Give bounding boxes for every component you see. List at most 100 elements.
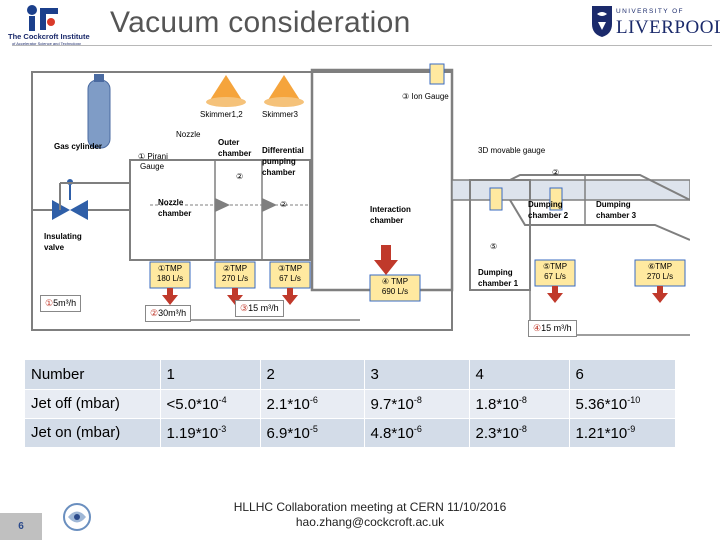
roughing-pump-3: ③15 m³/h [235,300,284,317]
insulating-valve-label-1: Insulating [44,232,82,241]
diagram-drawing [31,63,690,336]
table-cell: 2.1*10-6 [259,389,364,419]
dumping-chamber-3-label-2: chamber 3 [596,211,637,220]
diff-pumping-label-1: Differential [262,146,304,155]
gas-cylinder-icon [87,79,111,149]
roughing-pump-1-num: ① [45,298,54,308]
roughing-pump-4-num: ④ [533,323,542,333]
tmp-1-label-2: 180 L/s [156,274,184,283]
tmp-6-label-1: ⑥TMP [647,262,673,271]
cell-exponent: -6 [309,394,318,405]
dumping-chamber-1-label-2: chamber 1 [478,279,519,288]
tmp-5-icon [534,259,576,287]
dumping-chamber-2-label-1: Dumping [528,200,563,209]
table-cell: 9.7*10-8 [363,389,469,419]
table-cell: 2 [259,360,364,390]
marker-2c: ② [552,168,560,177]
cell-value: 2 [266,365,275,383]
outer-chamber-box [129,159,311,261]
cockcroft-emblem-icon [27,5,58,31]
event-logo-icon [63,503,91,531]
insulating-valve-icon [52,200,88,220]
footer-text: HLLHC Collaboration meeting at CERN 11/1… [150,500,590,530]
table-cell: 1.21*10-9 [568,418,675,448]
cell-value: 1.21*10 [575,424,628,442]
cockcroft-name: The Cockcroft Institute [8,32,90,41]
outer-chamber-label-1: Outer [218,138,240,147]
cell-exponent: -8 [518,394,527,405]
marker-2: ② [236,172,244,181]
dumping-chamber-1-label-1: Dumping [478,268,513,277]
cell-value: 4.8*10 [370,424,414,442]
cell-value: 1.8*10 [475,395,519,413]
tmp-5-label-1: ⑤TMP [542,262,568,271]
cockcroft-logo: The Cockcroft Institute of Accelerator S… [8,4,90,46]
skimmer-12-icon [210,75,242,100]
tmp-3-label-2: 67 L/s [279,274,301,283]
tmp-6-label-2: 270 L/s [646,272,674,281]
cell-value: 9.7*10 [370,395,414,413]
roughing-pump-1-rate: 5m³/h [53,298,77,308]
pirani-gauge-label-2: Gauge [140,162,165,171]
diff-pumping-label-3: chamber [262,168,296,177]
cell-value: 1 [166,365,175,383]
cell-value: 3 [370,365,379,383]
university-line: UNIVERSITY OF [616,8,684,15]
table-cell: <5.0*10-4 [159,389,260,419]
tmp-1-icon [149,261,191,289]
row-label: Jet on (mbar) [25,418,160,448]
roughing-pump-3-num: ③ [240,303,249,313]
roughing-pump-3-rate: 15 m³/h [248,303,279,313]
header-divider [12,45,712,46]
page-title: Vacuum consideration [110,6,411,39]
roughing-pump-2-num: ② [150,308,159,318]
tmp-3-label-1: ③TMP [277,264,303,273]
cockcroft-tagline: of Accelerator Science and Technology [12,41,81,46]
tmp-2-label-1: ②TMP [222,264,248,273]
table-cell: 4.8*10-6 [363,418,469,448]
marker-5: ⑤ [490,242,498,251]
roughing-pump-1: ①5m³/h [40,295,82,312]
tmp-6-icon [634,259,686,287]
roughing-pump-2-rate: 30m³/h [158,308,187,318]
roughing-pump-4-rate: 15 m³/h [541,323,572,333]
movable-gauge-icon [489,187,503,211]
dumping-chamber-3-label-1: Dumping [596,200,631,209]
row-label: Number [25,360,160,390]
outer-chamber-label-2: chamber [218,149,252,158]
roughing-pump-4: ④15 m³/h [528,320,577,337]
page-number: 6 [0,513,42,540]
interaction-chamber-label-1: Interaction [370,205,411,214]
cell-value: 5.36*10 [575,395,628,413]
cell-exponent: -8 [413,394,422,405]
table-cell: 6.9*10-5 [259,418,364,448]
footer-line-2: hao.zhang@cockcroft.ac.uk [295,515,445,529]
liverpool-crest-icon [592,6,612,37]
cell-exponent: -3 [218,423,227,434]
tmp-1-label-1: ①TMP [157,264,183,273]
roughing-pump-2: ②30m³/h [145,305,192,322]
table-cell: 3 [363,360,469,390]
tmp-5-label-2: 67 L/s [544,272,566,281]
cell-value: <5.0*10 [166,395,219,413]
cell-value: 2.3*10 [475,424,519,442]
cell-exponent: -10 [627,394,641,405]
tmp-4-label-1: ④ TMP [381,277,409,286]
cell-value: 2.1*10 [266,395,310,413]
marker-2b: ② [280,200,288,209]
nozzle-chamber-label-2: chamber [158,209,192,218]
cell-exponent: -6 [413,423,422,434]
liverpool-name: LIVERPOOL [616,17,720,38]
gas-cylinder-label: Gas cylinder [54,142,103,151]
cell-exponent: -4 [218,394,227,405]
cell-value: 6 [575,365,584,383]
tmp-3-icon [269,261,311,289]
table-cell: 1.19*10-3 [159,418,260,448]
cell-exponent: -9 [627,423,636,434]
dumping-chamber-2-label-2: chamber 2 [528,211,569,220]
nozzle-chamber-label-1: Nozzle [158,198,184,207]
cell-exponent: -8 [518,423,527,434]
cell-value: 6.9*10 [266,424,310,442]
